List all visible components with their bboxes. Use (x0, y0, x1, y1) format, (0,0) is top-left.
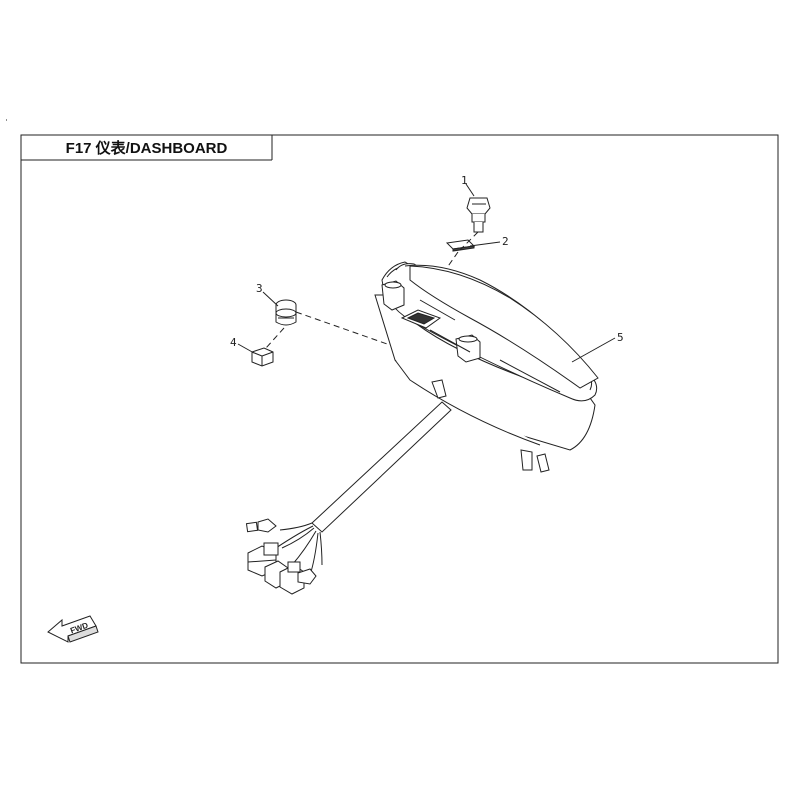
part-5-dashboard-assembly (311, 261, 599, 533)
part-3-grommet (275, 299, 297, 326)
callout-2: 2 (502, 235, 509, 248)
callout-1: 1 (461, 174, 468, 187)
callout-4: 4 (230, 336, 237, 349)
callout-3: 3 (256, 282, 263, 295)
part-4-nut (251, 347, 274, 367)
drawing-frame (6, 119, 779, 664)
fwd-direction-arrow: FWD (47, 615, 99, 643)
wire-connectors (245, 518, 323, 595)
callout-leaders (237, 183, 616, 363)
part-1-bolt (466, 197, 491, 233)
callout-5: 5 (617, 331, 624, 344)
diagram-title: F17 仪表/DASHBOARD (65, 140, 228, 157)
